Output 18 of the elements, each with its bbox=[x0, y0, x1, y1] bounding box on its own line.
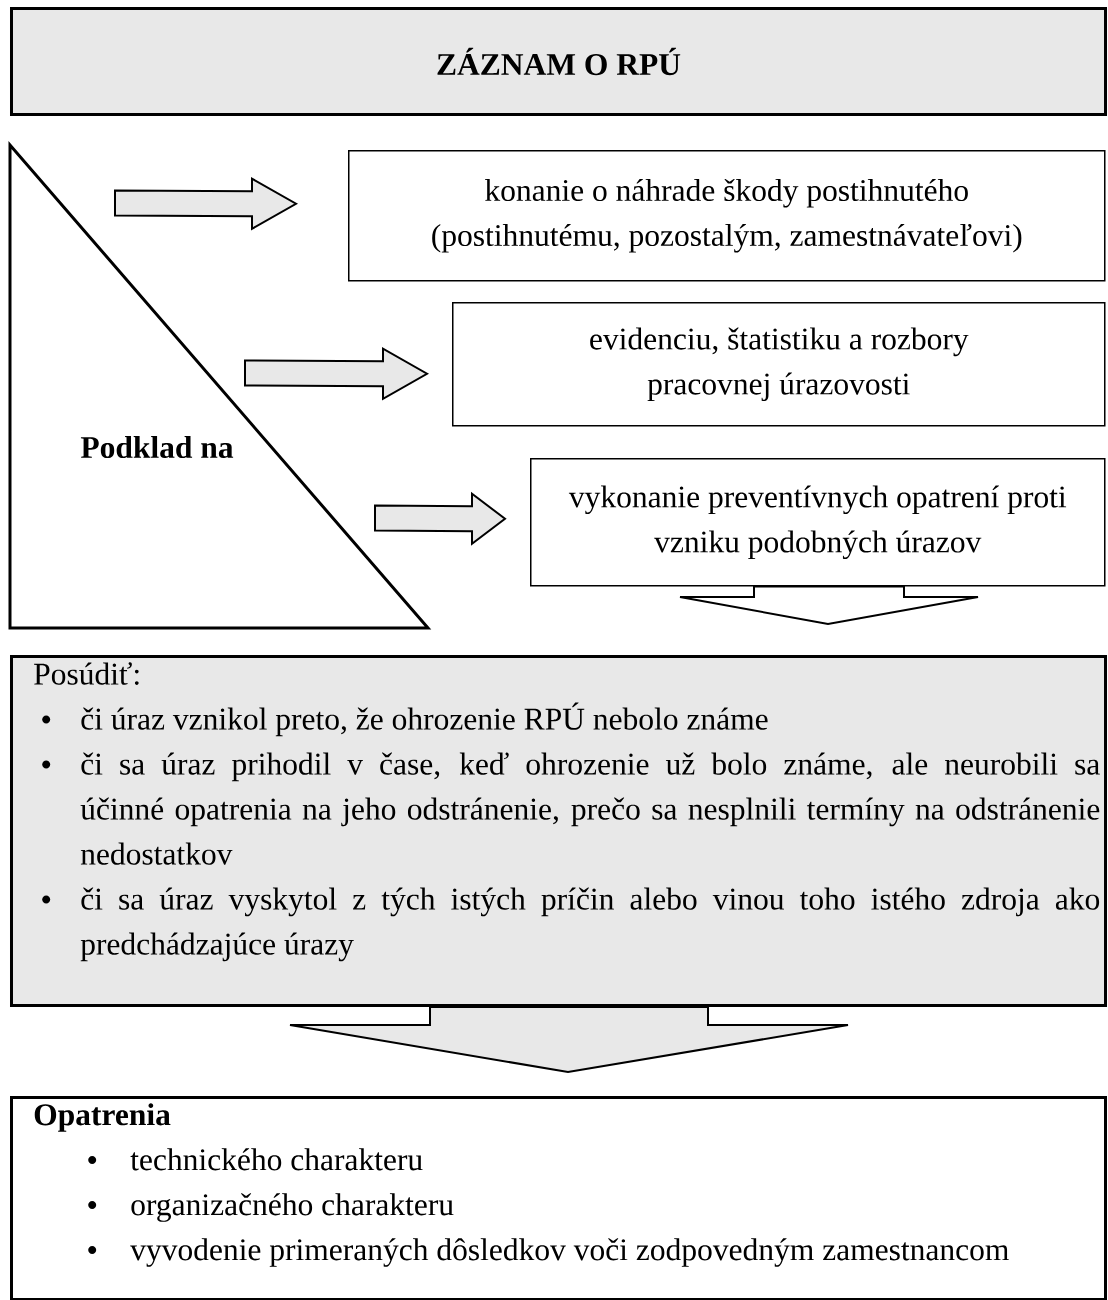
bullet-item: či úraz vznikol preto, že ohrozenie RPÚ nebolo známe bbox=[81, 702, 768, 737]
title-box: ZÁZNAM O RPÚ bbox=[10, 7, 1107, 116]
heading: Opatrenia bbox=[34, 1103, 171, 1132]
bullet-item: či sa úraz vyskytol z tých istých príčin alebo vinou toho istého zdroja ako predchádzajúce úrazy bbox=[80, 887, 1100, 962]
heading: Posúdiť: bbox=[34, 662, 139, 685]
list-panel bbox=[10, 655, 1107, 1007]
bullet-item: vyvodenie primeraných dôsledkov voči zodpovedným zamestnancom bbox=[130, 1238, 1009, 1267]
block-arrow bbox=[244, 347, 430, 401]
list-panel bbox=[10, 1096, 1107, 1300]
text-box: evidenciu, štatistiku a rozbory pracovnej úrazovosti bbox=[452, 302, 1106, 427]
bullet-item: technického charakteru bbox=[130, 1148, 423, 1171]
text-box: konanie o náhrade škody postihnutého (postihnutému, pozostalým, zamestnávateľovi) bbox=[348, 150, 1106, 282]
block-arrow bbox=[114, 177, 299, 231]
text-box: vykonanie preventívnych opatrení proti vzniku podobných úrazov bbox=[530, 458, 1106, 587]
block-arrow bbox=[289, 1006, 849, 1074]
block-arrow bbox=[374, 491, 507, 546]
block-arrow bbox=[679, 585, 979, 625]
bullet-item: organizačného charakteru bbox=[131, 1193, 454, 1222]
